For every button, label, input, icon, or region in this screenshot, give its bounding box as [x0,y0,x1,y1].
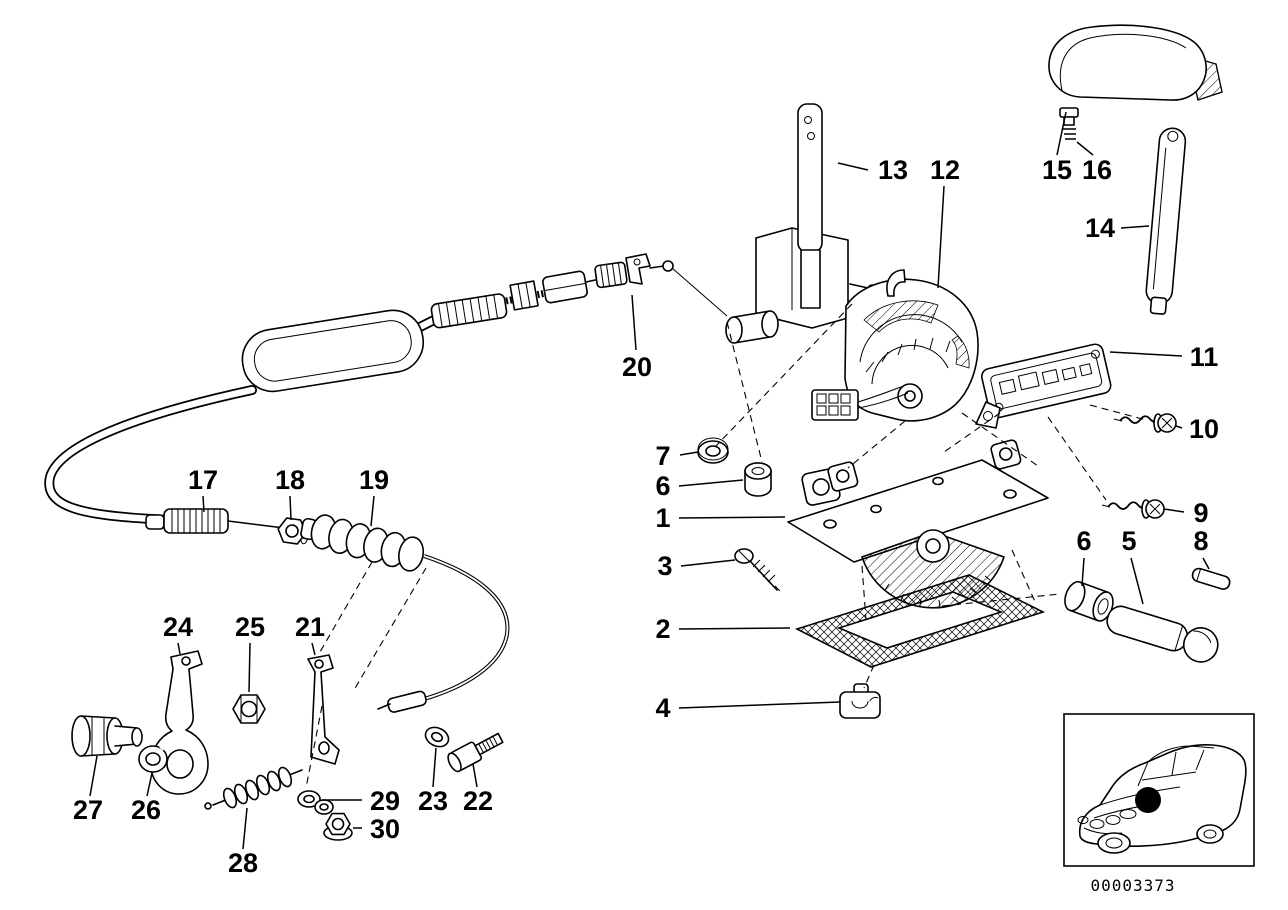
part-label-6-left: 6 [655,471,670,501]
part-label-18: 18 [275,465,305,495]
part-location-dot [1135,787,1161,813]
diagram-code: 00003373 [1090,876,1175,895]
part-label-3: 3 [657,551,672,581]
cable-sheath-pad [241,309,425,393]
spring-28 [204,766,303,810]
part-label-20: 20 [622,352,652,382]
bracket-24 [150,650,209,795]
ring-26 [138,739,171,773]
screw-10 [1113,413,1177,433]
part-label-5: 5 [1121,526,1136,556]
shift-lever [797,103,823,309]
part-label-25: 25 [235,612,265,642]
nut-25 [232,694,266,724]
bushing-6-right [1064,580,1114,622]
base-plate [787,439,1049,563]
nut-30 [323,812,353,841]
screw-16 [1059,107,1079,140]
car-sketch [1077,744,1247,854]
cable-boot [300,514,425,572]
washer-29 [297,790,334,815]
part-label-24: 24 [163,612,193,642]
screw-9 [1101,499,1165,519]
pin-8 [1191,567,1231,590]
bolt-22 [447,732,504,773]
sleeve-27 [71,715,143,757]
part-label-10: 10 [1189,414,1219,444]
part-label-7: 7 [655,441,670,471]
part-label-27: 27 [73,795,103,825]
projection-lines [305,303,1147,789]
cable-bellows [430,293,508,329]
armrest [1048,24,1223,101]
lever-14 [1145,127,1187,315]
part-label-12: 12 [930,155,960,185]
screw-3 [734,548,781,592]
callouts: 13 12 15 16 14 11 10 20 9 7 6 1 3 2 4 6 … [73,155,1219,878]
part-label-13: 13 [878,155,908,185]
part-label-19: 19 [359,465,389,495]
bearing-bracket [801,468,841,506]
part-label-14: 14 [1085,213,1115,243]
part-label-28: 28 [228,848,258,878]
part-label-16: 16 [1082,155,1112,185]
part-label-29: 29 [370,786,400,816]
cable-clamp [839,683,881,719]
part-label-1: 1 [655,503,670,533]
part-label-11: 11 [1190,342,1219,372]
part-label-23: 23 [418,786,448,816]
part-label-30: 30 [370,814,400,844]
part-label-15: 15 [1042,155,1072,185]
cable-end-fitting [145,508,285,534]
cable-end-clip [625,253,728,317]
car-inset [1063,713,1255,867]
part-label-17: 17 [188,465,218,495]
part-label-26: 26 [131,795,161,825]
cable-adjuster [505,261,628,311]
shift-mechanism [725,269,979,422]
wiring-connector [811,385,909,421]
pivot-pin-5 [1106,605,1219,663]
part-label-6-right: 6 [1076,526,1091,556]
cable-lower-run [377,554,510,713]
detent-plate [975,343,1112,429]
washer-7 [697,437,729,464]
part-label-8: 8 [1193,526,1208,556]
washer-23 [424,726,450,748]
part-label-4: 4 [655,693,670,723]
part-label-2: 2 [655,614,670,644]
bushing-6-left [744,462,772,497]
part-label-21: 21 [295,612,325,642]
bracket-21 [307,654,340,765]
gasket [794,574,1046,668]
part-label-9: 9 [1193,498,1208,528]
part-label-22: 22 [463,786,493,816]
leader-lines [89,111,1210,850]
